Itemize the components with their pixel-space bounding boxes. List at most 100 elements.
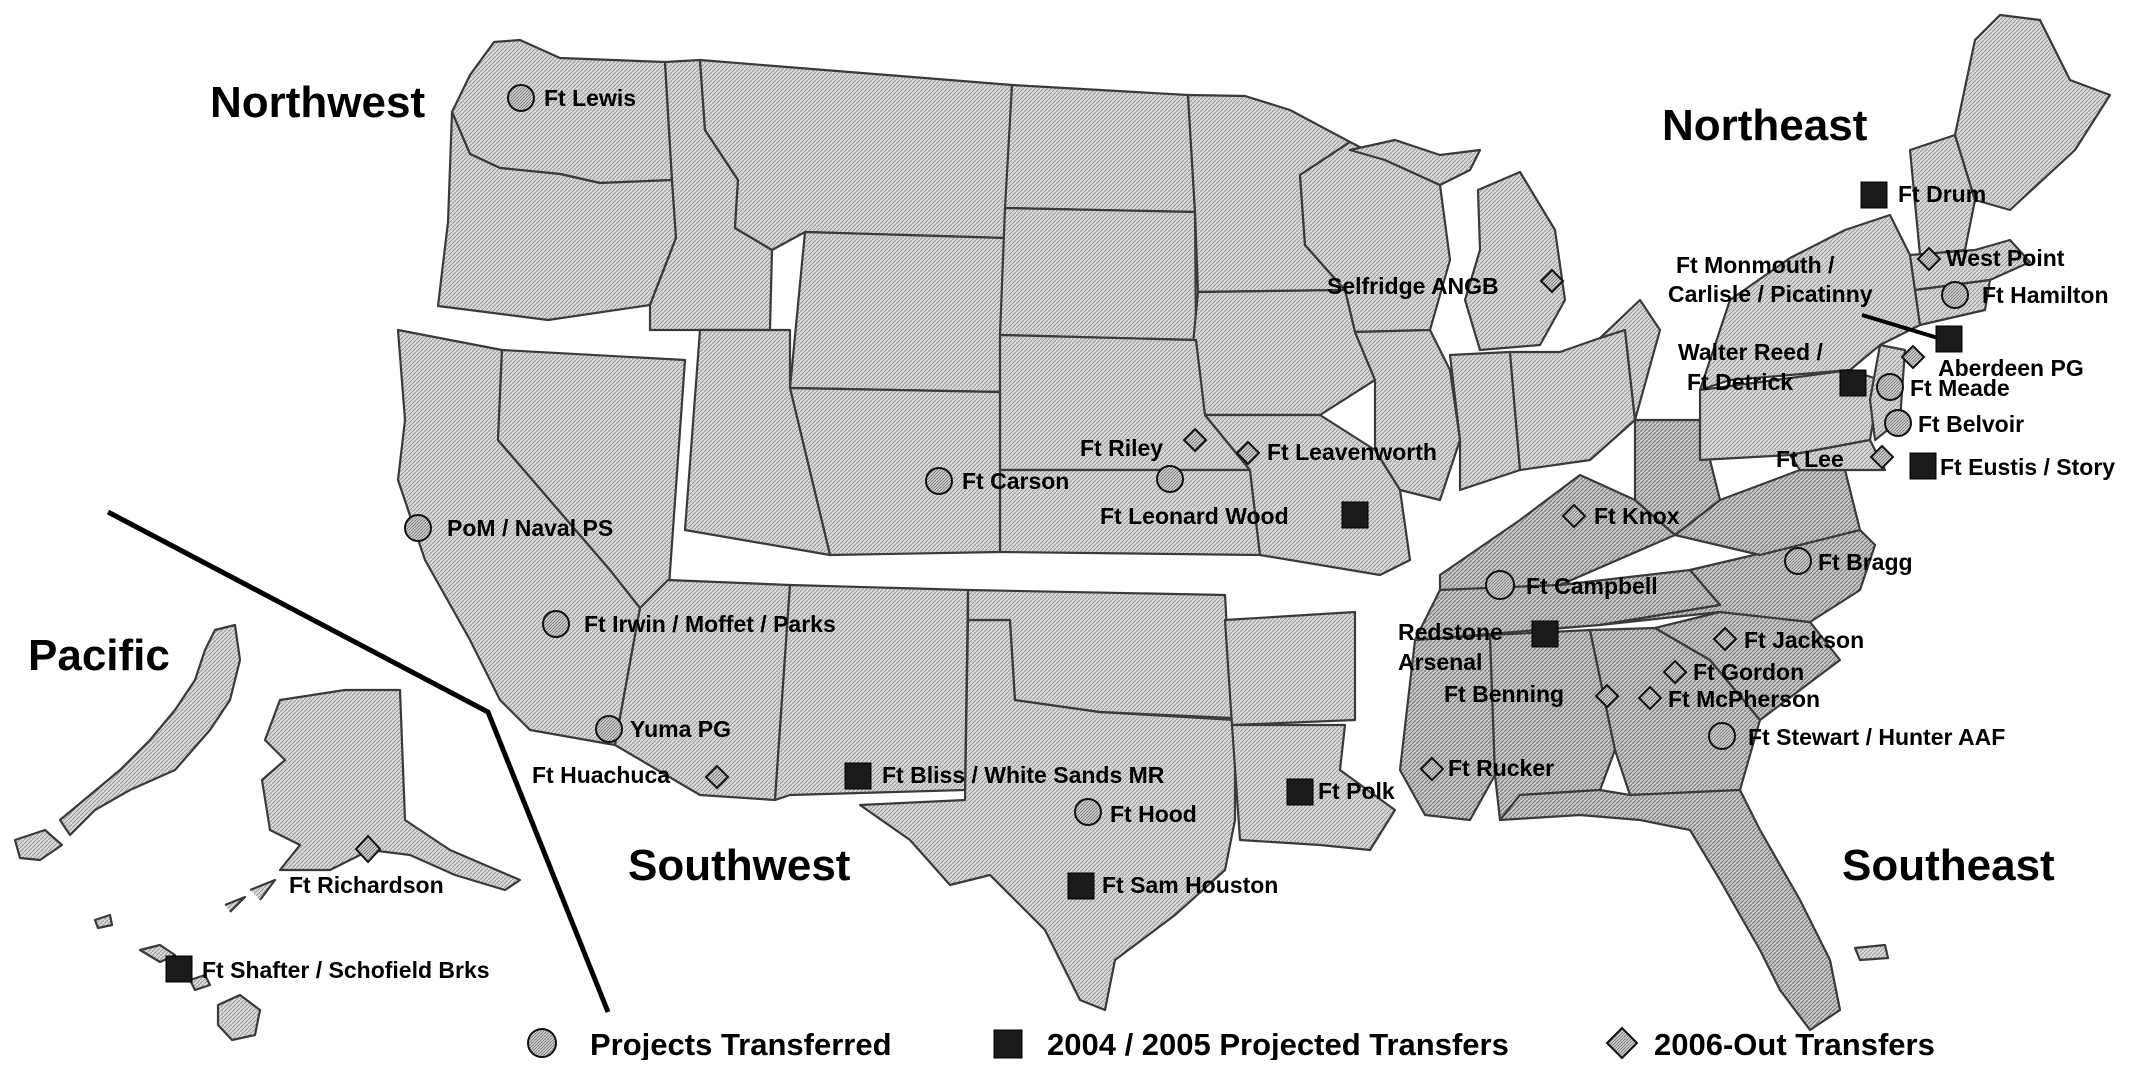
legend-label-out: 2006-Out Transfers — [1654, 1027, 1935, 1060]
square-icon[interactable] — [1531, 620, 1559, 648]
site-label-ft-polk[interactable]: Ft Polk — [1318, 778, 1395, 804]
circle-icon[interactable] — [1708, 722, 1736, 750]
square-icon[interactable] — [1286, 778, 1314, 806]
circle-icon[interactable] — [925, 467, 953, 495]
diamond-icon[interactable] — [1916, 246, 1942, 272]
site-label-ft-meade[interactable]: Ft Meade — [1910, 375, 2010, 401]
site-label-redstone-line2[interactable]: Arsenal — [1398, 649, 1482, 675]
site-label-ft-leavenworth[interactable]: Ft Leavenworth — [1267, 439, 1437, 465]
site-label-pom-naval-ps[interactable]: PoM / Naval PS — [447, 515, 613, 541]
site-label-yuma-pg[interactable]: Yuma PG — [630, 716, 731, 742]
site-label-ft-riley[interactable]: Ft Riley — [1080, 435, 1163, 461]
region-label-southeast: Southeast — [1842, 841, 2055, 890]
site-label-ft-mcpherson[interactable]: Ft McPherson — [1668, 686, 1820, 712]
site-label-ft-benning[interactable]: Ft Benning — [1444, 681, 1564, 707]
site-label-ft-bragg[interactable]: Ft Bragg — [1818, 549, 1913, 575]
circle-icon[interactable] — [1156, 465, 1184, 493]
diamond-icon[interactable] — [704, 764, 730, 790]
site-label-ft-shafter[interactable]: Ft Shafter / Schofield Brks — [202, 957, 490, 983]
region-labels: Northwest Northeast Pacific Southwest So… — [28, 78, 2055, 890]
state-michigan — [1463, 170, 1567, 352]
site-label-selfridge[interactable]: Selfridge ANGB — [1327, 273, 1499, 299]
site-label-ft-monmouth-line2[interactable]: Carlisle / Picatinny — [1668, 281, 1873, 307]
site-label-ft-lewis[interactable]: Ft Lewis — [544, 85, 636, 111]
circle-icon[interactable] — [595, 715, 623, 743]
site-label-ft-huachuca[interactable]: Ft Huachuca — [532, 762, 670, 788]
diamond-icon[interactable] — [354, 834, 382, 864]
square-icon[interactable] — [1935, 325, 1963, 353]
site-label-ft-knox[interactable]: Ft Knox — [1594, 503, 1680, 529]
site-label-ft-stewart[interactable]: Ft Stewart / Hunter AAF — [1748, 724, 2005, 750]
japan-outline — [58, 623, 242, 837]
site-label-ft-rucker[interactable]: Ft Rucker — [1448, 755, 1554, 781]
diamond-icon[interactable] — [1869, 444, 1895, 470]
square-icon — [993, 1029, 1023, 1059]
state-north-dakota — [1003, 83, 1197, 214]
site-label-ft-gordon[interactable]: Ft Gordon — [1693, 659, 1804, 685]
installation-markers: Ft Lewis Ft Carson Ft Carson Ft Riley Ft… — [165, 84, 2115, 983]
state-wyoming — [788, 230, 1007, 394]
diamond-icon[interactable] — [1662, 659, 1688, 685]
site-label-ft-irwin[interactable]: Ft Irwin / Moffet / Parks — [584, 611, 836, 637]
circle-icon[interactable] — [1784, 547, 1812, 575]
diamond-icon[interactable] — [1561, 503, 1587, 529]
site-label-walter-reed-line1[interactable]: Walter Reed / — [1678, 339, 1823, 365]
circle-icon[interactable] — [404, 514, 432, 542]
circle-icon[interactable] — [1884, 409, 1912, 437]
square-icon[interactable] — [1839, 369, 1867, 397]
japan-south-island — [13, 828, 64, 862]
site-label-ft-belvoir[interactable]: Ft Belvoir — [1918, 411, 2024, 437]
site-label-ft-eustis[interactable]: Ft Eustis / Story — [1940, 454, 2115, 480]
state-ohio — [1508, 328, 1637, 472]
diamond-icon — [1605, 1026, 1639, 1060]
state-new-mexico — [773, 583, 970, 802]
site-label-ft-jackson[interactable]: Ft Jackson — [1744, 627, 1864, 653]
state-illinois — [1353, 328, 1462, 502]
diamond-icon[interactable] — [1235, 440, 1261, 466]
site-label-ft-monmouth-line1[interactable]: Ft Monmouth / — [1676, 252, 1835, 278]
site-label-aberdeen-pg[interactable]: Aberdeen PG — [1938, 355, 2084, 381]
site-label-ft-richardson[interactable]: Ft Richardson — [289, 872, 444, 898]
site-label-ft-drum[interactable]: Ft Drum — [1898, 181, 1986, 207]
square-icon[interactable] — [1860, 181, 1888, 209]
site-label-redstone-line1[interactable]: Redstone — [1398, 619, 1503, 645]
diamond-icon[interactable] — [1539, 268, 1565, 294]
circle-icon[interactable] — [1485, 570, 1515, 600]
diamond-icon[interactable] — [1419, 756, 1445, 782]
diamond-icon[interactable] — [1712, 626, 1738, 652]
site-label-ft-lee[interactable]: Ft Lee — [1776, 446, 1844, 472]
site-label-walter-reed-line2[interactable]: Ft Detrick — [1687, 369, 1793, 395]
site-label-ft-hamilton[interactable]: Ft Hamilton — [1982, 282, 2109, 308]
state-maryland — [1788, 438, 1887, 472]
site-label-ft-hood[interactable]: Ft Hood — [1110, 801, 1197, 827]
site-label-west-point[interactable]: West Point — [1946, 245, 2065, 271]
square-icon[interactable] — [1341, 501, 1369, 529]
circle-icon — [527, 1028, 557, 1058]
state-iowa — [1190, 288, 1377, 417]
site-label-ft-bliss[interactable]: Ft Bliss / White Sands MR — [882, 762, 1165, 788]
square-icon[interactable] — [165, 955, 193, 983]
square-icon[interactable] — [844, 762, 872, 790]
circle-icon[interactable] — [1876, 373, 1904, 401]
state-indiana — [1448, 350, 1522, 492]
circle-icon[interactable] — [507, 84, 535, 112]
state-vermont-nh — [1908, 133, 1977, 257]
state-arkansas — [1223, 610, 1357, 727]
hawaii-islands — [93, 913, 262, 1042]
diamond-icon[interactable] — [1900, 344, 1926, 370]
circle-icon[interactable] — [542, 610, 570, 638]
site-label-ft-carson-text[interactable]: Ft Carson — [962, 468, 1069, 494]
site-label-ft-campbell[interactable]: Ft Campbell — [1526, 573, 1658, 599]
diamond-icon[interactable] — [1637, 685, 1663, 711]
region-label-southwest: Southwest — [628, 841, 851, 890]
square-icon[interactable] — [1067, 872, 1095, 900]
diamond-icon[interactable] — [1594, 683, 1620, 709]
site-label-ft-leonard-wood[interactable]: Ft Leonard Wood — [1100, 503, 1289, 529]
circle-icon[interactable] — [1074, 798, 1102, 826]
pacific-region — [13, 623, 1890, 1042]
site-label-ft-sam-houston[interactable]: Ft Sam Houston — [1102, 872, 1278, 898]
square-icon[interactable] — [1909, 452, 1937, 480]
circle-icon[interactable] — [1941, 281, 1969, 309]
diamond-icon[interactable] — [1182, 427, 1208, 453]
